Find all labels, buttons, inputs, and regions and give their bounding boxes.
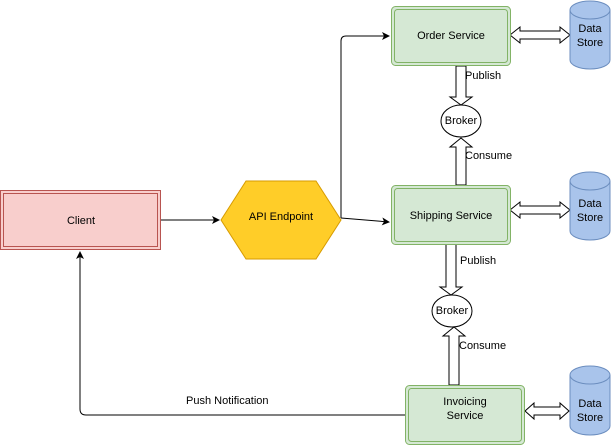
data-store-2-line1: Data — [578, 198, 602, 210]
client-node[interactable]: Client — [0, 190, 161, 250]
edge-label-publish-2: Publish — [460, 255, 496, 267]
data-store-1-line1: Data — [578, 23, 602, 35]
arrow-order-datastore — [509, 25, 571, 45]
api-endpoint-label: API Endpoint — [249, 211, 313, 223]
edge-api-to-order — [340, 32, 390, 218]
data-store-3-line1: Data — [578, 398, 602, 410]
arrow-invoicing-datastore — [524, 401, 570, 421]
arrow-shipping-consume-from-broker1 — [448, 137, 474, 186]
edge-label-consume-1: Consume — [465, 150, 512, 162]
api-endpoint-node[interactable]: API Endpoint — [220, 180, 342, 260]
broker1-label: Broker — [445, 115, 478, 127]
broker2-label: Broker — [436, 305, 469, 317]
data-store-2-line2: Store — [577, 212, 603, 224]
invoicing-service-label-line2: Service — [447, 410, 484, 422]
data-store-3-line2: Store — [577, 412, 603, 424]
broker2-node[interactable]: Broker — [431, 294, 473, 328]
edge-push-notification — [76, 251, 406, 416]
shipping-service-label: Shipping Service — [410, 210, 493, 222]
order-service-label: Order Service — [417, 30, 485, 42]
invoicing-service-label-line1: Invoicing — [443, 396, 486, 408]
order-service-node[interactable]: Order Service — [391, 6, 511, 66]
data-store-1-line2: Store — [577, 37, 603, 49]
arrow-invoicing-consume-from-broker2 — [441, 326, 467, 386]
broker1-node[interactable]: Broker — [440, 104, 482, 138]
arrow-order-publish-to-broker1 — [448, 65, 474, 106]
data-store-3[interactable]: Data Store — [569, 365, 611, 436]
edge-label-push-notification: Push Notification — [186, 395, 269, 407]
edge-label-publish-1: Publish — [465, 70, 501, 82]
arrow-shipping-publish-to-broker2 — [438, 243, 464, 296]
data-store-2[interactable]: Data Store — [569, 171, 611, 241]
edge-label-consume-2: Consume — [459, 340, 506, 352]
data-store-1[interactable]: Data Store — [569, 0, 611, 70]
shipping-service-node[interactable]: Shipping Service — [391, 185, 511, 245]
client-label: Client — [67, 215, 95, 227]
arrow-shipping-datastore — [509, 200, 571, 220]
edge-api-to-shipping — [340, 217, 390, 226]
invoicing-service-node[interactable]: Invoicing Service — [405, 385, 525, 445]
